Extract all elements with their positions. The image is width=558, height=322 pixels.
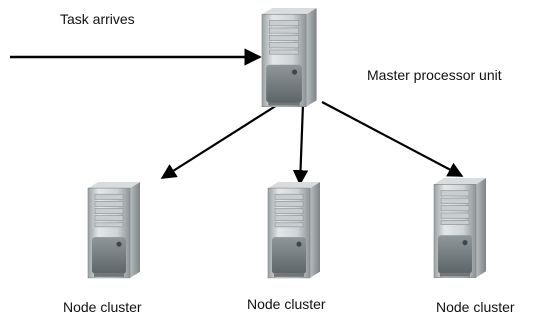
master-server-icon bbox=[261, 7, 318, 108]
node-cluster-label-1: Node cluster bbox=[63, 299, 142, 315]
arrow-to-node-3 bbox=[321, 101, 464, 177]
node-server-icon-2 bbox=[267, 181, 321, 279]
node-cluster-label-2: Node cluster bbox=[247, 296, 326, 312]
node-cluster-label-3: Node cluster bbox=[436, 299, 515, 315]
node-server-icon-3 bbox=[433, 177, 487, 279]
arrow-to-node-2 bbox=[292, 103, 309, 186]
node-server-icon-1 bbox=[87, 181, 141, 279]
task-arrives-label: Task arrives bbox=[60, 11, 135, 27]
arrow-to-node-1 bbox=[160, 101, 283, 179]
master-unit-label: Master processor unit bbox=[367, 67, 502, 83]
